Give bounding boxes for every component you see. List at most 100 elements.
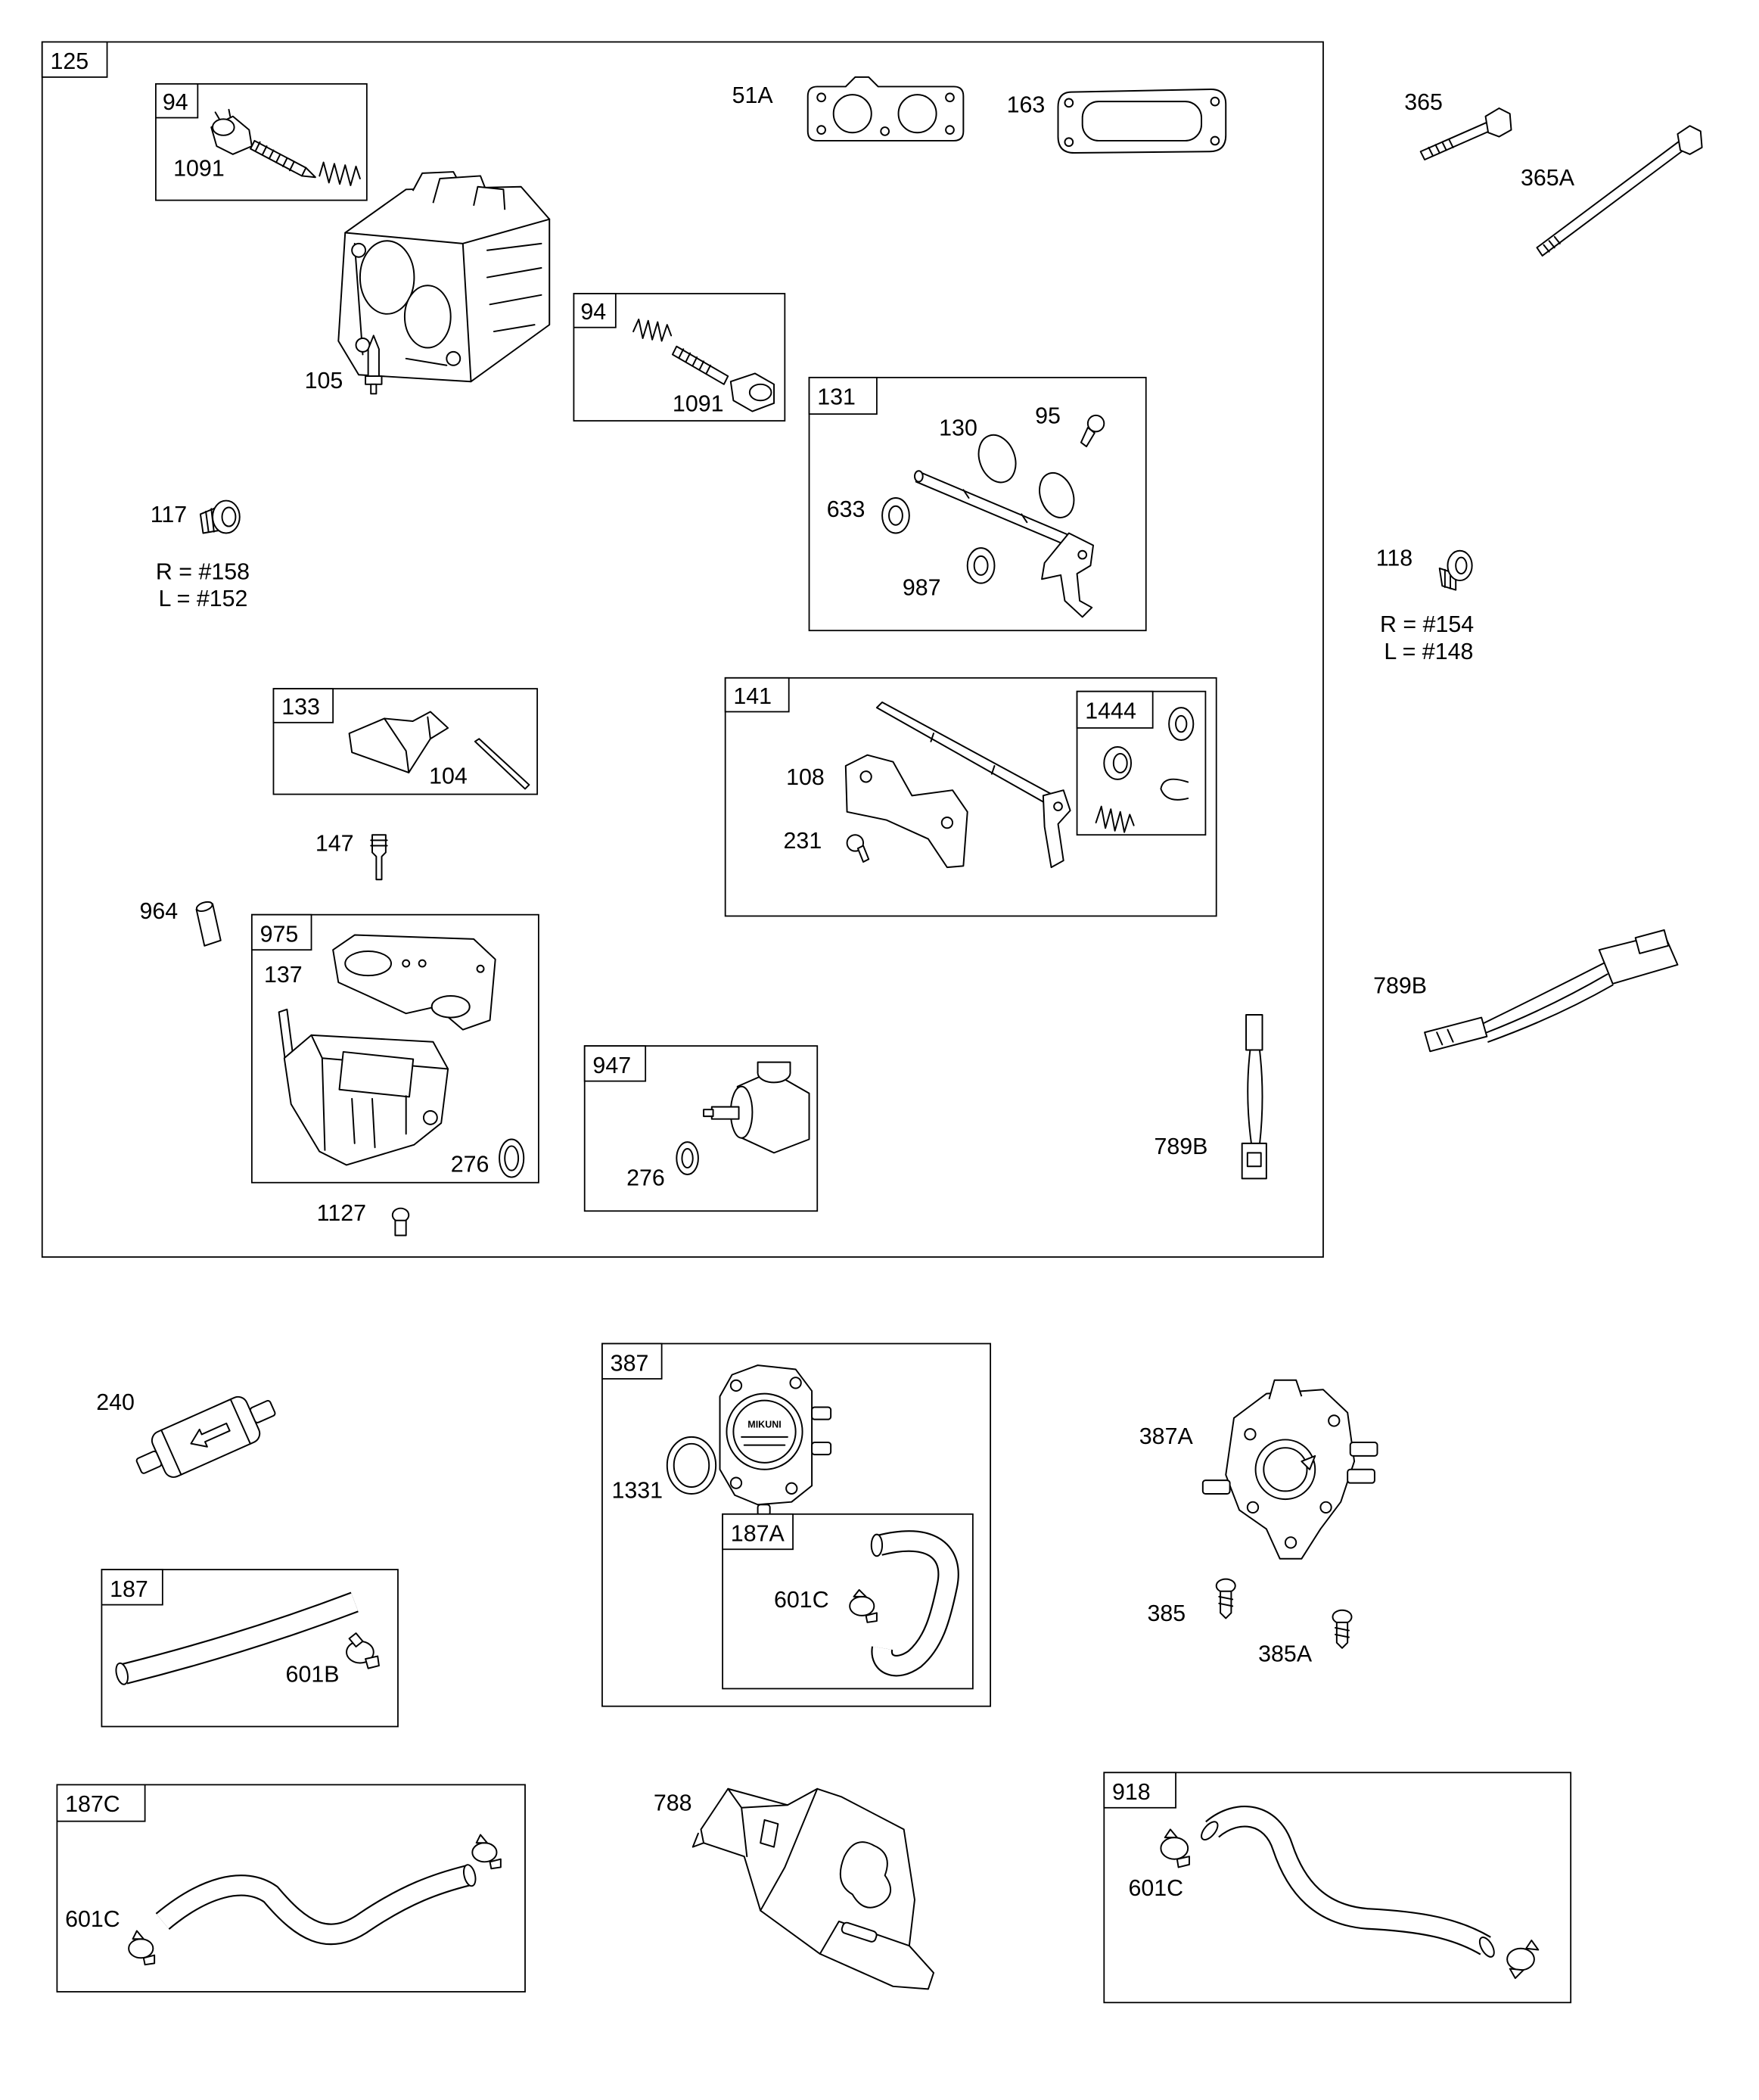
gasket-51A-hole bbox=[945, 92, 955, 103]
kit-1444-spring bbox=[1095, 805, 1135, 833]
kit-918-tag bbox=[1103, 1772, 1176, 1809]
gasket-163-hole bbox=[1210, 96, 1220, 107]
bowl-gasket-hole bbox=[418, 959, 427, 968]
kit-187C: 187C 601C bbox=[56, 1784, 526, 1993]
assembly-125-border bbox=[41, 41, 1324, 1258]
bolt-365-label: 365 bbox=[1404, 89, 1443, 115]
bracket-788-label: 788 bbox=[654, 1790, 692, 1815]
kit-187A: 187A 601C bbox=[722, 1513, 974, 1690]
float-bowl-chamber bbox=[338, 1050, 415, 1098]
main-jet-body bbox=[367, 334, 380, 378]
fuel-solenoid-drawing bbox=[676, 1061, 810, 1175]
fuel-hose-end bbox=[1201, 1821, 1219, 1841]
part-231-label: 231 bbox=[784, 828, 822, 854]
harness-connector-left-latch bbox=[1436, 1028, 1454, 1046]
bolt-365A-threads bbox=[1543, 235, 1561, 253]
kit-94-upper-label: 94 bbox=[163, 89, 188, 115]
kit-918-border bbox=[1103, 1772, 1572, 2004]
limiter-cap-tabs bbox=[214, 108, 232, 120]
kit-387: 387 1331 MIKUNI 187A 601C bbox=[601, 1342, 992, 1707]
gasket-163: 163 bbox=[1007, 89, 1227, 154]
carburetor-body-drawing bbox=[337, 171, 551, 383]
kit-947-label: 947 bbox=[592, 1053, 631, 1078]
kit-187C-border bbox=[56, 1784, 526, 1993]
kit-94-upper: 94 1091 bbox=[155, 82, 368, 201]
screw-385: 385 bbox=[1148, 1578, 1236, 1626]
bowl-gasket-opening bbox=[430, 994, 471, 1019]
gasket-51A-hole bbox=[880, 126, 890, 136]
fuel-pump-387A-arrow-icon bbox=[1301, 1454, 1316, 1470]
shaft-seal-633-inner bbox=[888, 505, 903, 526]
plug-118-note-left: L = #148 bbox=[1384, 639, 1473, 664]
harness-wires bbox=[1483, 963, 1614, 1043]
kit-187-tag bbox=[101, 1569, 163, 1606]
float-bowl-ribs bbox=[351, 1095, 407, 1149]
kit-947-tag bbox=[583, 1045, 647, 1082]
fuel-pump-387A: 387A bbox=[1139, 1379, 1378, 1560]
gasket-51A-bore-right bbox=[897, 94, 937, 134]
gasket-163-opening bbox=[1081, 101, 1203, 142]
fuel-filter-drawing bbox=[135, 1395, 276, 1478]
fuel-pump-387A-label: 387A bbox=[1139, 1423, 1194, 1449]
kit-94-lower-label: 94 bbox=[580, 299, 606, 325]
float-pin-104 bbox=[474, 738, 530, 790]
fuel-pump-port bbox=[811, 1406, 832, 1420]
carburetor-bore-left bbox=[359, 240, 415, 315]
clamp-tabs bbox=[1164, 1828, 1190, 1868]
fuel-pump-387A-bolt bbox=[1244, 1428, 1257, 1441]
gasket-51A: 51A bbox=[732, 76, 965, 142]
kit-1444-seal-inner bbox=[1112, 752, 1128, 773]
kit-1444-label: 1444 bbox=[1085, 698, 1136, 723]
plug-117-label: 117 bbox=[151, 502, 187, 527]
harness-wires bbox=[1247, 1049, 1263, 1146]
throttle-shaft-end bbox=[914, 470, 924, 483]
fuel-hose-end bbox=[115, 1662, 129, 1685]
fuel-pump-387A-port-right bbox=[1347, 1468, 1375, 1484]
clamp-tabs bbox=[475, 1834, 502, 1870]
kit-94-lower-tag bbox=[573, 293, 617, 328]
choke-shaft-slots bbox=[930, 733, 996, 775]
limiter-cap-top bbox=[212, 118, 235, 136]
needle-spring bbox=[632, 318, 673, 342]
kit-975-border bbox=[250, 913, 539, 1184]
plug-118-label: 118 bbox=[1376, 545, 1412, 571]
fuel-filter-inlet bbox=[135, 1450, 163, 1474]
part-276-bowl-label: 276 bbox=[451, 1151, 489, 1177]
limiter-cap-top bbox=[748, 383, 772, 402]
plug-117-note-right: R = #158 bbox=[156, 558, 250, 584]
fuel-hose-end bbox=[462, 1864, 477, 1887]
kit-133: 133 104 bbox=[272, 688, 539, 795]
shaft-seal-987-inner bbox=[973, 555, 989, 576]
carburetor-mount-hole bbox=[446, 350, 462, 366]
kit-133-border bbox=[272, 688, 539, 795]
fuel-filter-seam bbox=[160, 1398, 251, 1476]
clamp-601C-187A bbox=[849, 1595, 875, 1616]
harness-789B-outer: 789B bbox=[1373, 929, 1679, 1053]
gasket-163-label: 163 bbox=[1007, 92, 1046, 117]
part-95-label: 95 bbox=[1035, 403, 1061, 429]
bolt-365A: 365A bbox=[1521, 125, 1703, 257]
part-633-label: 633 bbox=[827, 496, 866, 522]
bowl-gasket-hole bbox=[476, 964, 485, 973]
idle-mixture-screw-lower-drawing bbox=[632, 318, 775, 412]
kit-918: 918 601C bbox=[1103, 1772, 1572, 2004]
plug-117-note-left: L = #152 bbox=[158, 586, 247, 611]
main-jet-head bbox=[365, 375, 383, 385]
carburetor-top-fitting bbox=[473, 185, 506, 210]
kit-131-border bbox=[808, 376, 1147, 632]
plug-118-note-right: R = #154 bbox=[1380, 611, 1474, 637]
solenoid-plunger-tip bbox=[703, 1109, 714, 1118]
fuel-hose-fill bbox=[872, 1532, 958, 1675]
kit-947: 947 276 bbox=[583, 1045, 819, 1212]
fuel-hose-fill bbox=[1206, 1807, 1490, 1954]
kit-94-lower: 94 1091 bbox=[573, 293, 786, 422]
clamp-601B-tabs bbox=[348, 1632, 380, 1669]
main-jet-stub bbox=[370, 383, 378, 395]
kit-141-label: 141 bbox=[733, 683, 772, 709]
kit-1444-e-clip bbox=[1160, 778, 1189, 801]
fuel-pump-387A-diaphragm-inner bbox=[1263, 1447, 1308, 1492]
fuel-pump-387A-bolt bbox=[1319, 1501, 1332, 1514]
screw-385-threads bbox=[1218, 1595, 1234, 1607]
float-bowl-boss bbox=[422, 1109, 438, 1125]
